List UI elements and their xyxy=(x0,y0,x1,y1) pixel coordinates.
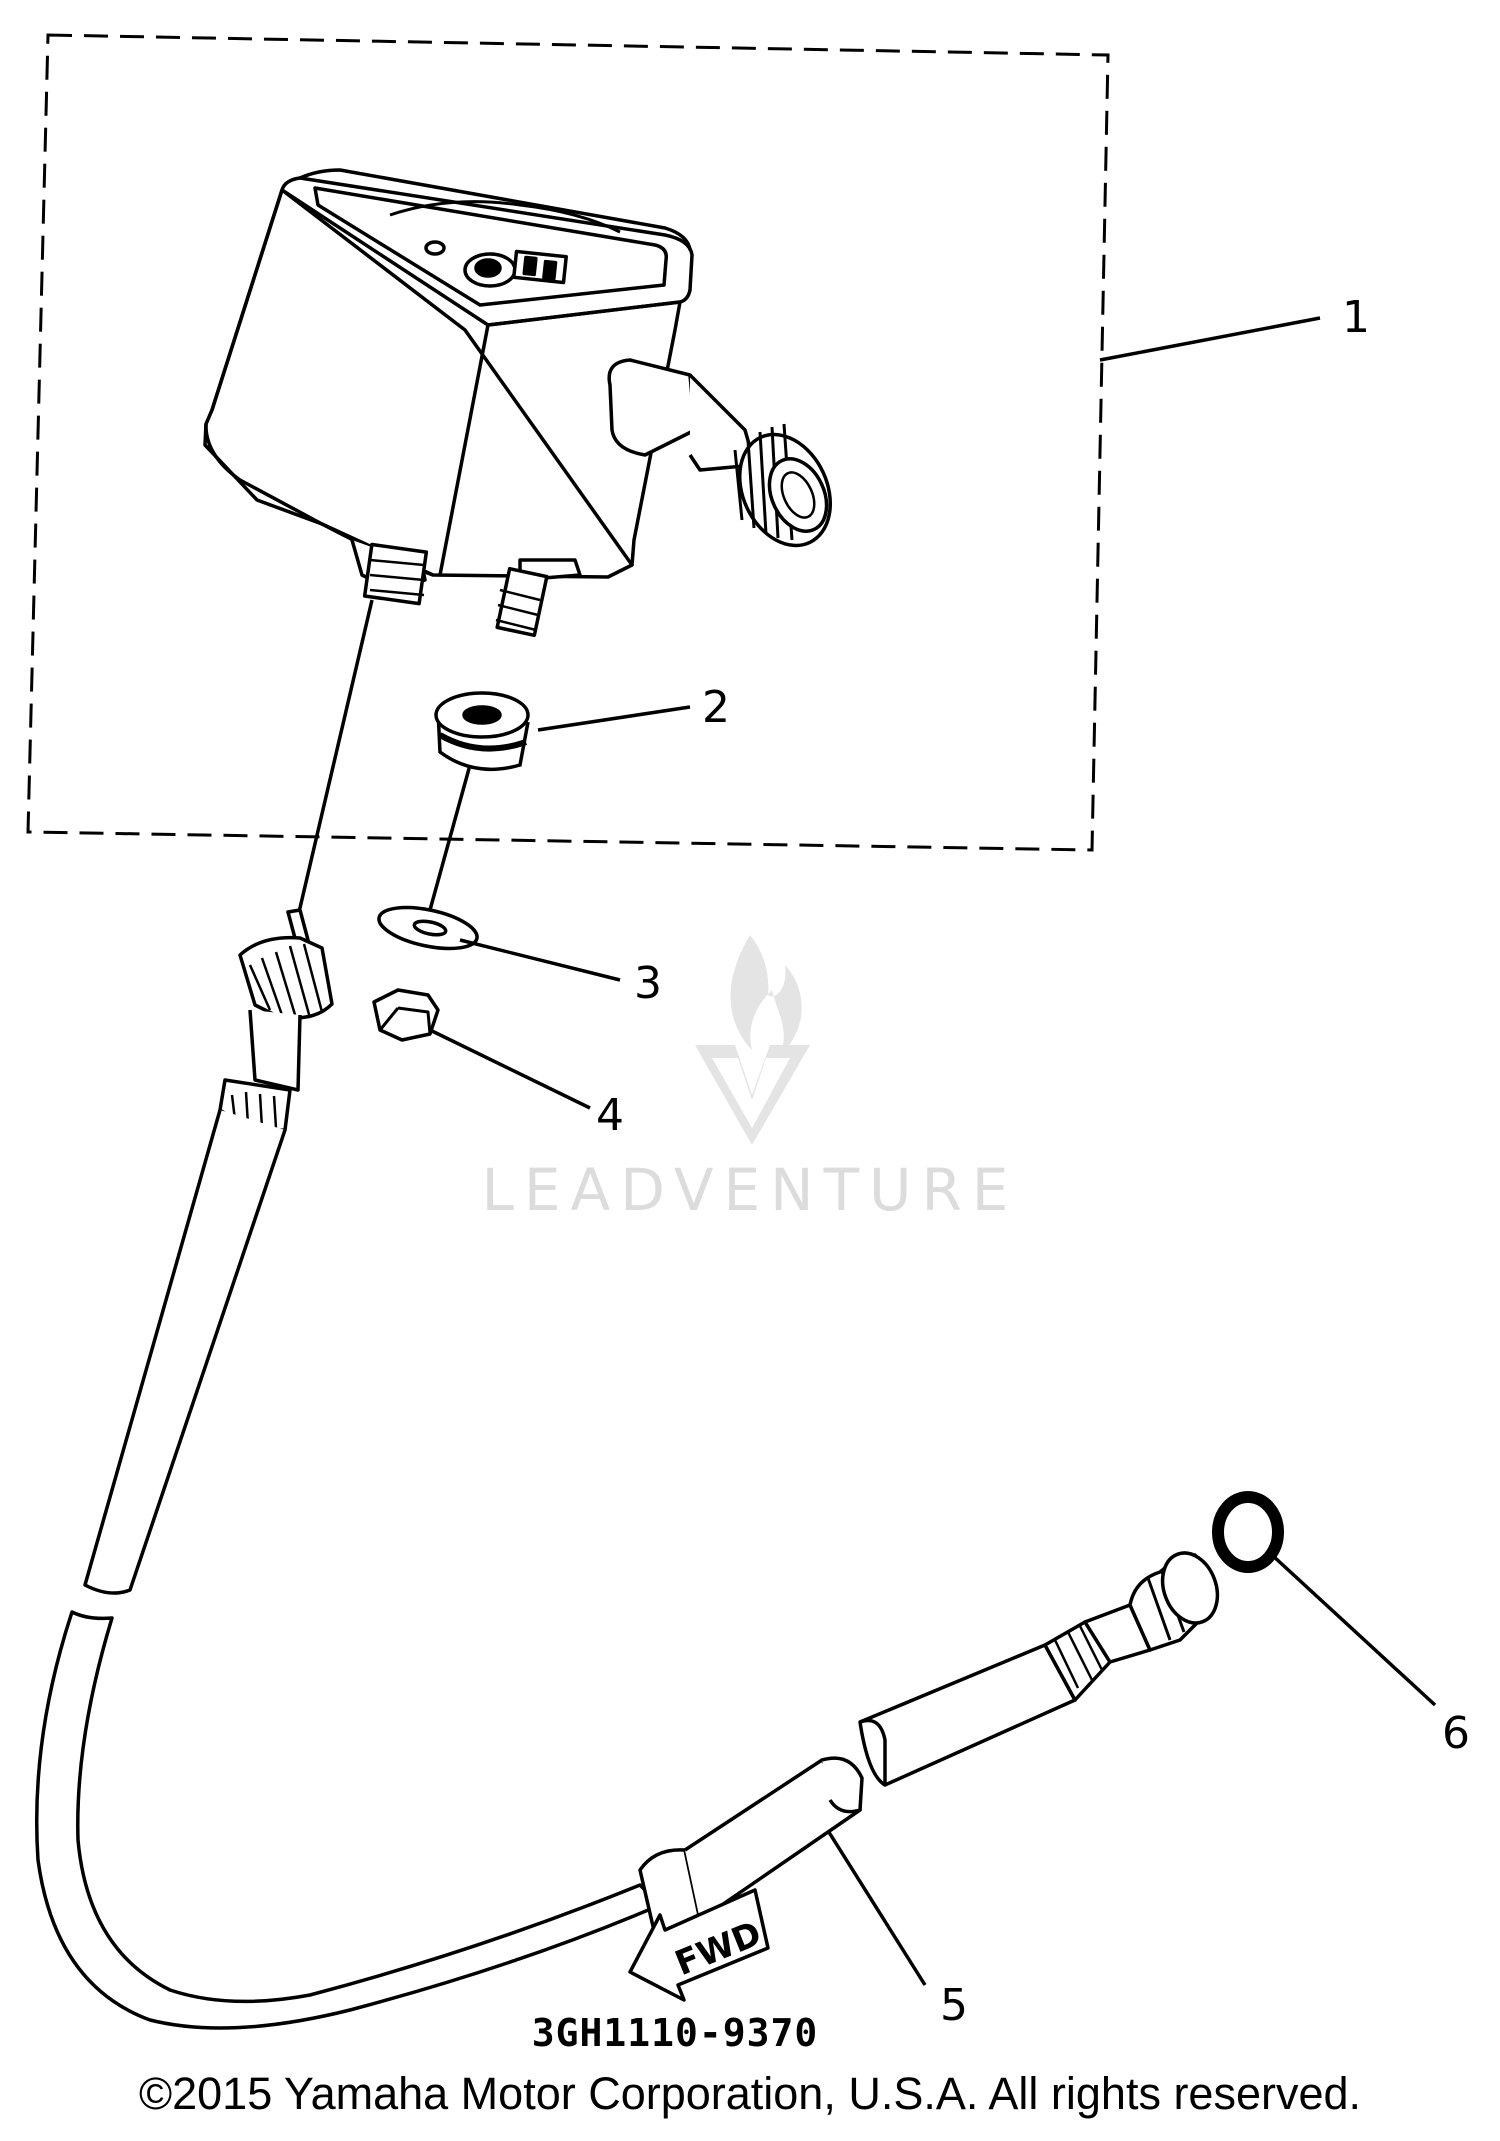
part-code: 3GH1110-9370 xyxy=(532,2011,819,2055)
nut-part-4 xyxy=(372,988,440,1042)
watermark-text: LEADVENTURE xyxy=(482,1156,1019,1224)
callout-3: 3 xyxy=(634,958,662,1009)
leader-lines xyxy=(294,316,1437,1986)
grommet-part-2 xyxy=(434,691,530,772)
watermark-logo xyxy=(695,935,810,1145)
assembly-dashed-box xyxy=(26,33,1110,852)
callout-6: 6 xyxy=(1442,1708,1470,1759)
o-ring-part-6 xyxy=(1212,1491,1284,1573)
callout-2: 2 xyxy=(702,682,730,733)
speedometer-cable-part-5 xyxy=(35,908,1220,2030)
callout-5: 5 xyxy=(940,1980,968,2031)
copyright-notice: ©2015 Yamaha Motor Corporation, U.S.A. A… xyxy=(138,2068,1362,2119)
callout-1: 1 xyxy=(1342,292,1370,343)
callout-4: 4 xyxy=(596,1090,624,1141)
speedometer-assembly xyxy=(203,168,833,638)
washer-part-3 xyxy=(377,905,479,951)
